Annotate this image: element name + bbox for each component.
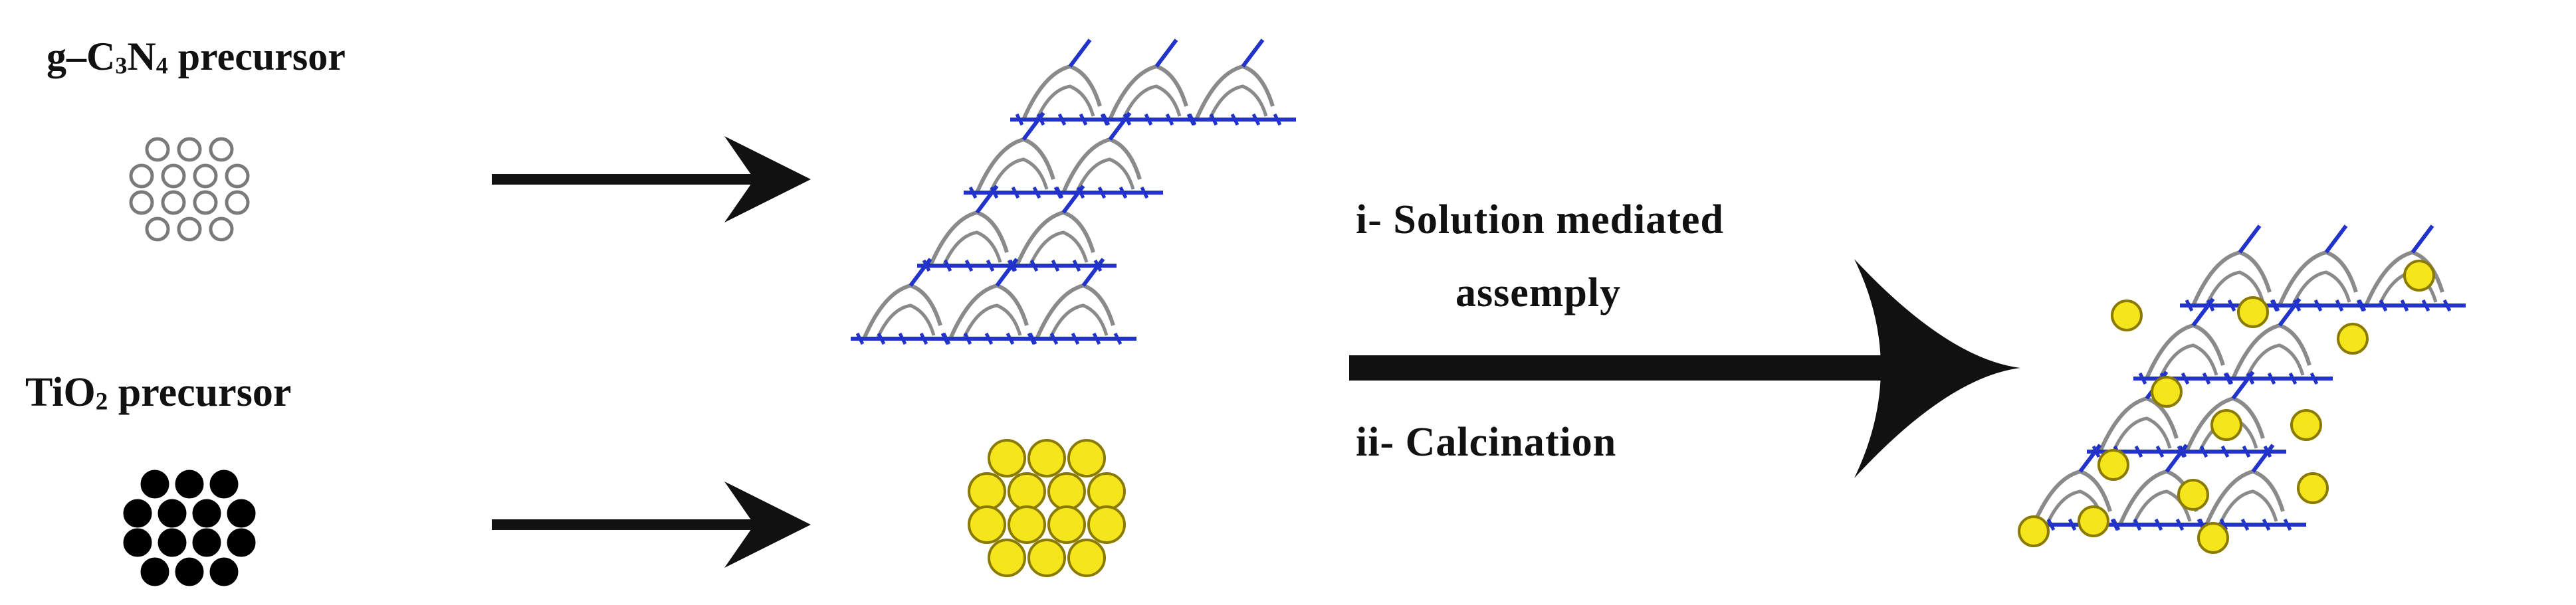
big-arrow-icon [1349,259,2020,478]
step2-label: ii- Calcination [1356,420,1617,465]
step1-label: i- Solution mediated [1356,197,1724,242]
tio2-nanoparticles-icon [968,439,1126,577]
tio2-gcn-composite-icon [2018,224,2466,554]
tio2-precursor-icon [123,470,256,586]
arrow-tio2-icon [492,481,811,568]
tio2-precursor-label: TiO2 precursor [25,370,292,416]
step1-label-continued: assemply [1455,270,1622,315]
gcn-precursor-label: g–C3N4 precursor [47,35,346,79]
arrow-gcn-icon [492,136,811,222]
gcn-precursor-icon [129,137,250,242]
gcn-network-icon [851,39,1296,345]
